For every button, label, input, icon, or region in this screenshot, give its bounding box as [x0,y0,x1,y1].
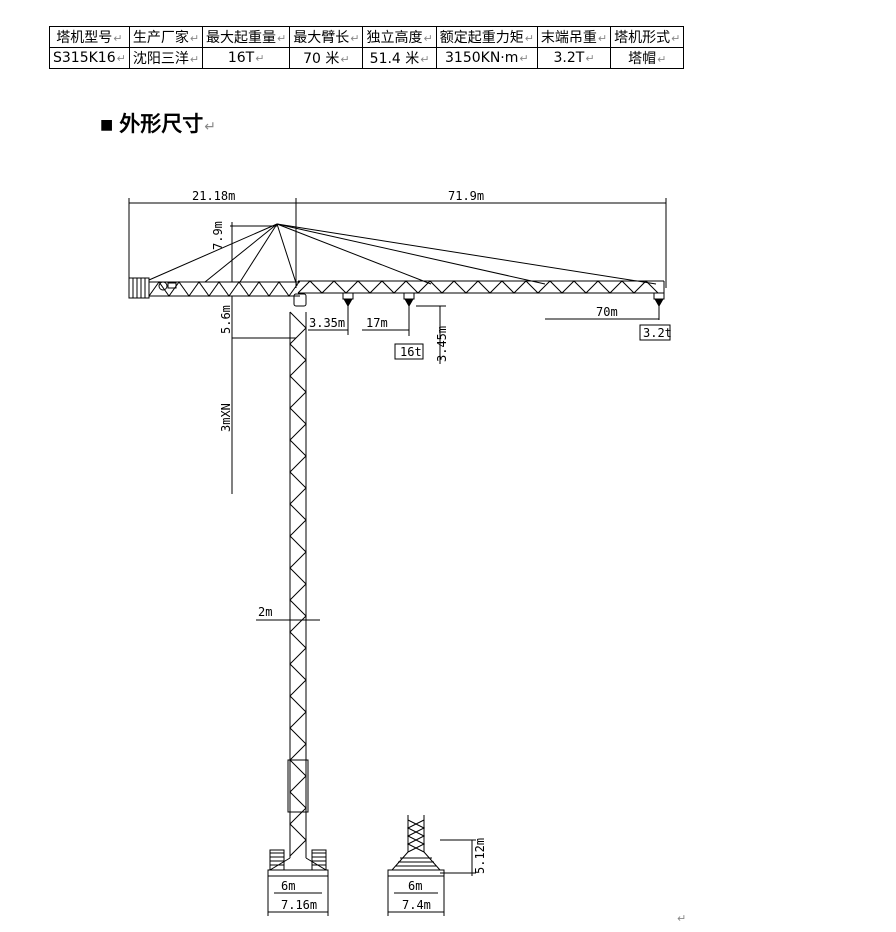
section-title: ■外形尺寸↵ [100,112,216,136]
trolley-hooks [342,292,665,336]
dim-label: 7.4m [402,898,431,912]
spec-table-header-row: 塔机型号↵ 生产厂家↵ 最大起重量↵ 最大臂长↵ 独立高度↵ 额定起重力矩↵ 末… [49,26,685,48]
load-box [394,343,424,360]
value-cell: 51.4 米↵ [362,47,437,69]
dim-label: 6m [408,879,422,893]
spec-table: 塔机型号↵ 生产厂家↵ 最大起重量↵ 最大臂长↵ 独立高度↵ 额定起重力矩↵ 末… [49,26,685,69]
header-cell: 最大臂长↵ [289,26,364,48]
counterweight [128,277,150,299]
dim-label: 2m [258,605,272,619]
header-cell: 塔机型号↵ [49,26,130,48]
counter-jib [148,281,300,297]
dim-label: 7.16m [281,898,317,912]
value-cell: 沈阳三洋↵ [128,47,204,69]
dim-label: 70m [596,305,618,319]
load-label: 16t [400,345,422,359]
dim-label: 3.45m [435,326,449,362]
dim-label: 17m [366,316,388,330]
dim-label: 7.9m [211,221,225,250]
value-cell: S315K16↵ [49,47,130,69]
crane-top-ties [148,223,657,287]
main-jib [293,280,665,307]
bullet-icon: ■ [100,117,114,133]
value-cell: 塔帽↵ [610,47,685,69]
spec-table-value-row: S315K16↵ 沈阳三洋↵ 16T↵ 70 米↵ 51.4 米↵ 3150KN… [49,47,685,69]
base-right [387,815,445,877]
dim-label: 21.18m [192,189,235,203]
header-cell: 额定起重力矩↵ [435,26,538,48]
dim-label: 3.35m [309,316,345,330]
dim-label: 5.12m [473,838,487,874]
load-label: 3.2t [643,326,672,340]
dim-label: 5.6m [219,305,233,334]
load-box [639,324,671,341]
value-cell: 3.2T↵ [536,47,612,69]
paragraph-mark: ↵ [677,912,687,925]
header-cell: 最大起重量↵ [202,26,291,48]
header-cell: 独立高度↵ [362,26,437,48]
value-cell: 70 米↵ [289,47,364,69]
dim-label: 71.9m [448,189,484,203]
dim-label: 3mXN [219,403,233,432]
base-left [267,849,329,877]
value-cell: 3150KN·m↵ [435,47,538,69]
header-cell: 塔机形式↵ [610,26,685,48]
dim-label: 6m [281,879,295,893]
header-cell: 生产厂家↵ [128,26,204,48]
tower-mast [287,311,309,858]
